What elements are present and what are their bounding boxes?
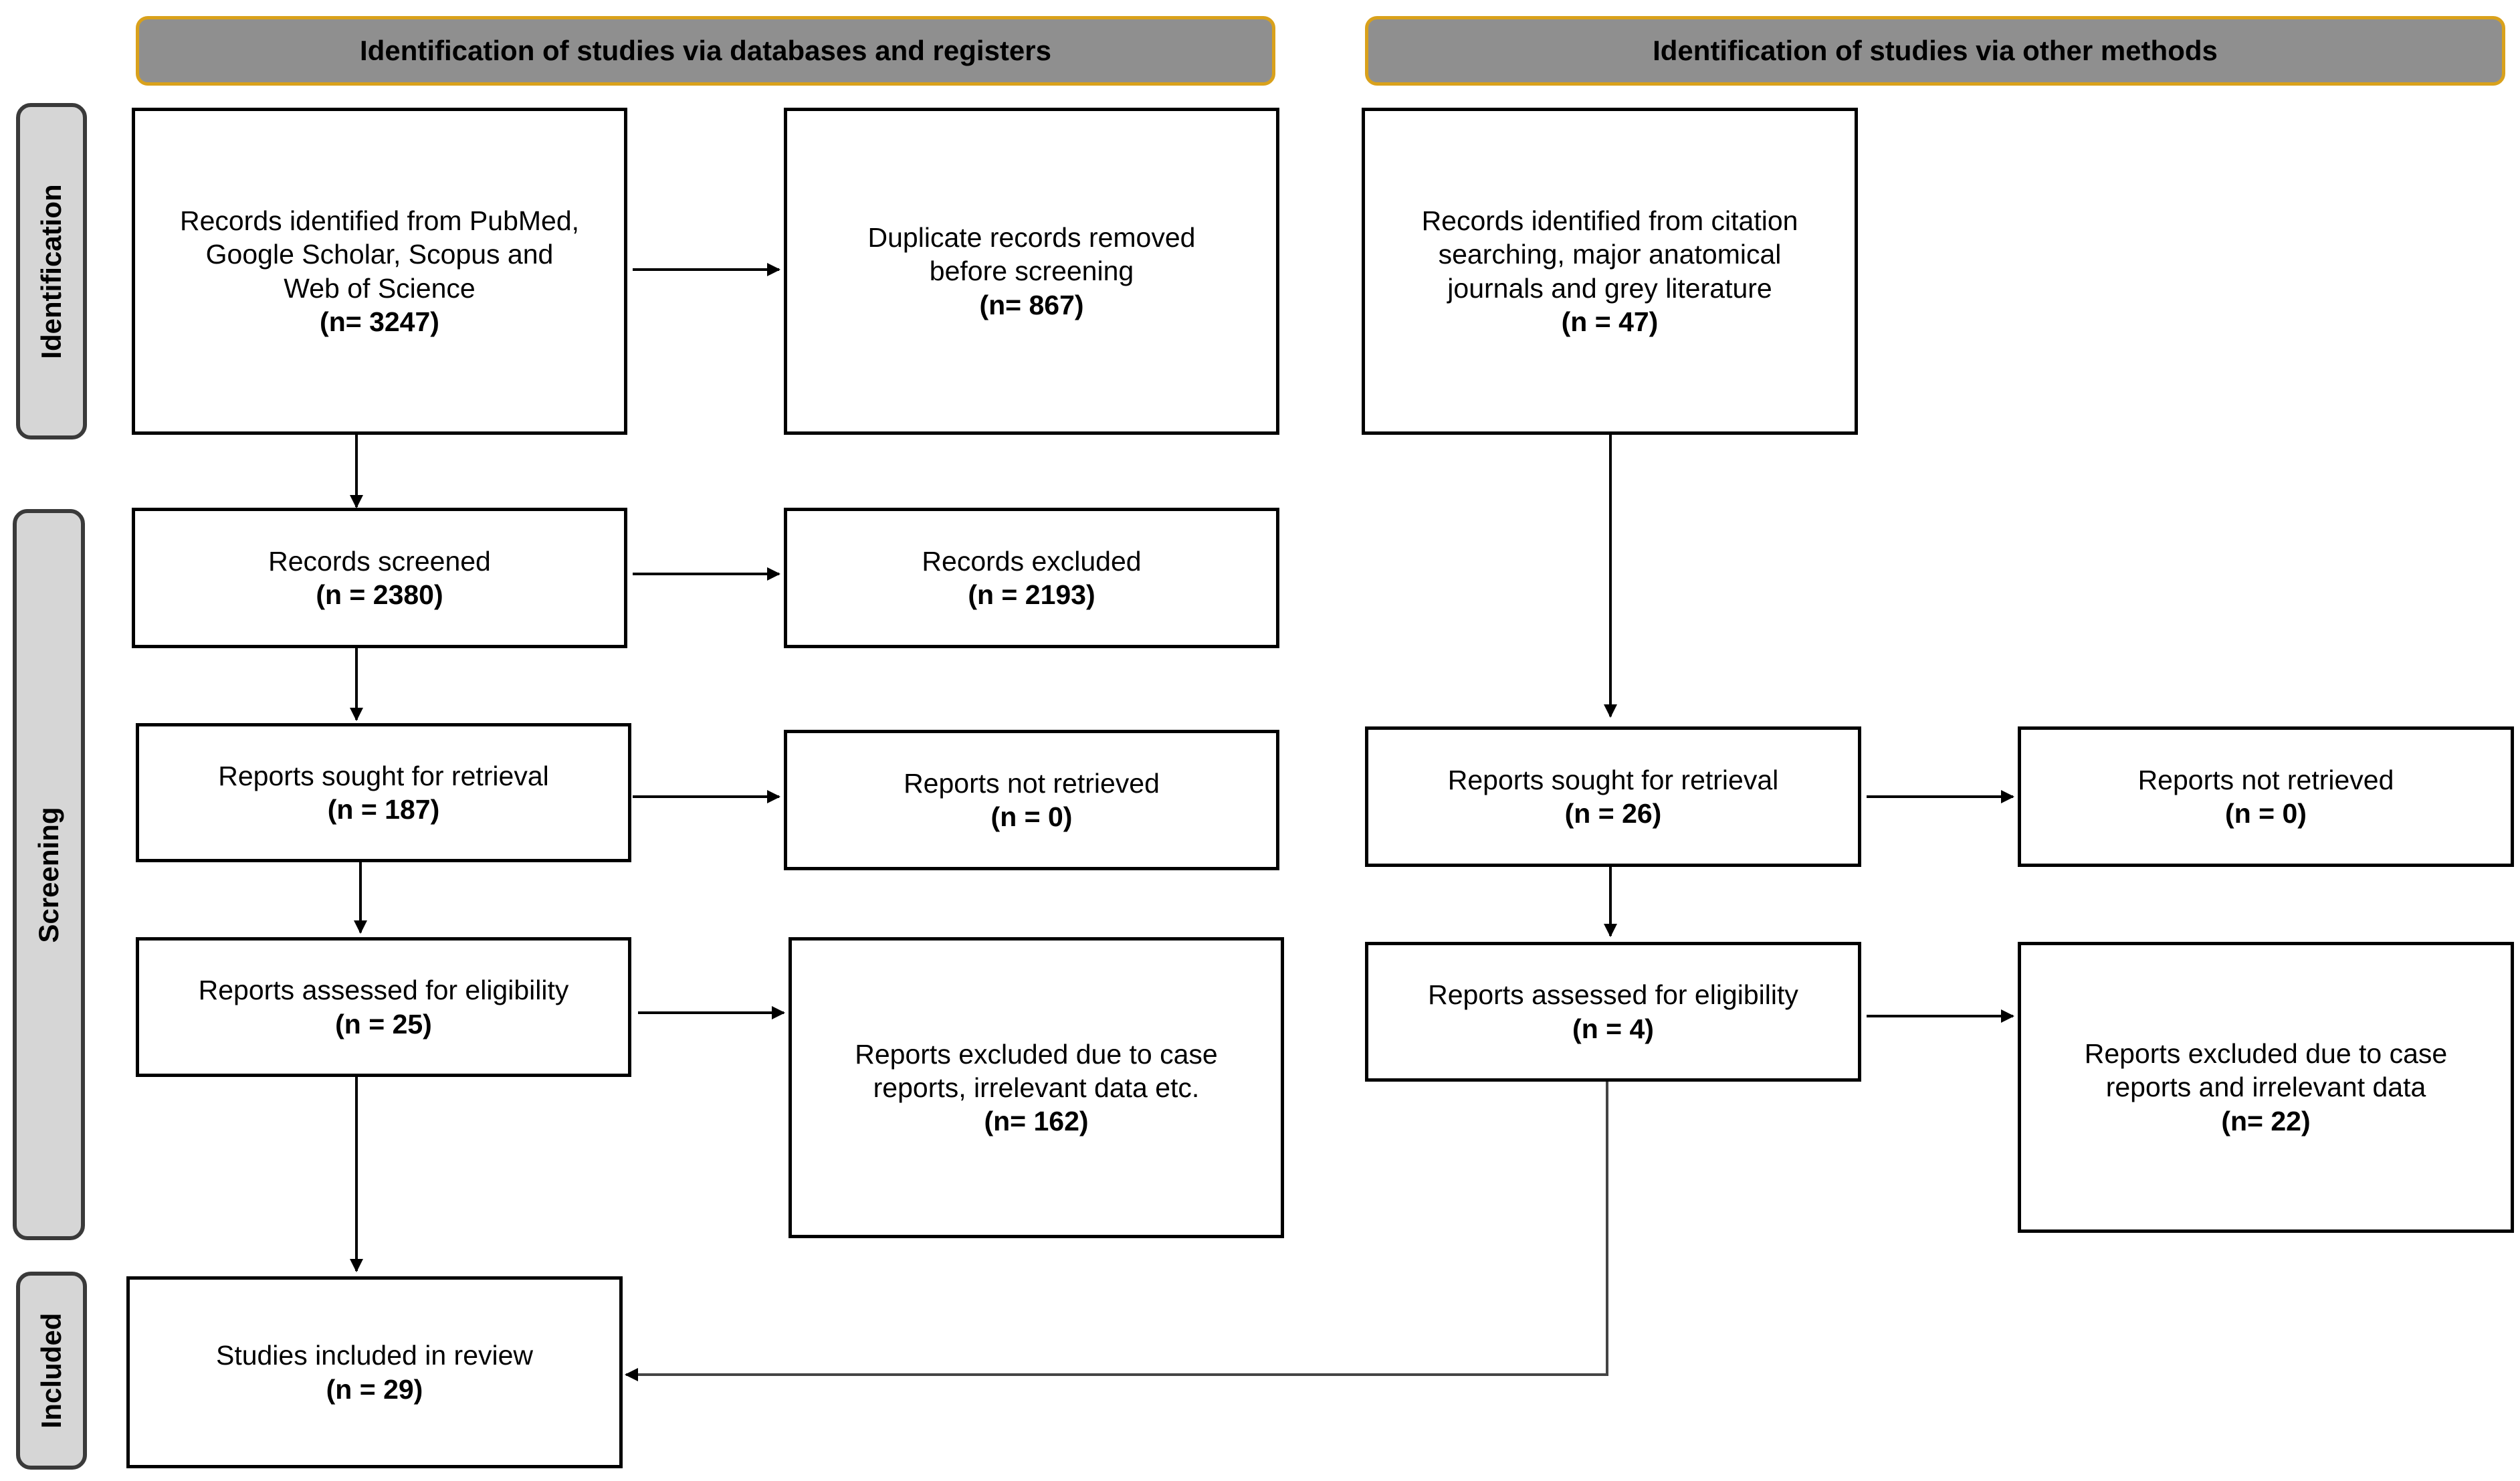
header-databases: Identification of studies via databases … [136,16,1275,86]
box-label: Duplicate records removed before screeni… [867,222,1196,287]
box-count: (n = 0) [990,801,1073,832]
box-count: (n = 26) [1564,798,1662,829]
box-db-duplicates-removed: Duplicate records removed before screeni… [784,108,1279,435]
header-other-methods-label: Identification of studies via other meth… [1653,35,2218,66]
box-db-records-screened: Records screened (n = 2380) [132,508,627,648]
box-count: (n = 25) [335,1008,432,1040]
phase-screening: Screening [13,509,85,1240]
box-count: (n = 29) [326,1373,423,1405]
box-studies-included: Studies included in review (n = 29) [126,1276,623,1468]
box-label: Reports excluded due to case reports and… [2084,1038,2448,1103]
box-other-reports-sought: Reports sought for retrieval (n = 26) [1365,726,1861,867]
box-count: (n= 22) [2221,1105,2311,1137]
box-label: Records identified from PubMed, Google S… [179,205,580,304]
box-label: Reports not retrieved [2137,764,2394,795]
phase-identification: Identification [16,103,87,439]
phase-identification-label: Identification [35,183,67,359]
phase-screening-label: Screening [33,806,64,943]
box-label: Records screened [268,545,491,577]
box-other-reports-not-retrieved: Reports not retrieved (n = 0) [2018,726,2514,867]
box-label: Records identified from citation searchi… [1421,205,1798,304]
box-label: Reports assessed for eligibility [1428,979,1798,1011]
box-label: Studies included in review [215,1340,534,1371]
box-other-records-identified: Records identified from citation searchi… [1362,108,1858,435]
box-count: (n = 4) [1572,1013,1654,1044]
box-db-reports-excluded: Reports excluded due to case reports, ir… [789,937,1284,1238]
box-db-reports-sought: Reports sought for retrieval (n = 187) [136,723,631,862]
box-count: (n = 47) [1561,306,1659,337]
box-count: (n= 162) [984,1106,1089,1137]
box-db-reports-not-retrieved: Reports not retrieved (n = 0) [784,730,1279,870]
box-label: Reports assessed for eligibility [198,975,569,1006]
box-count: (n = 187) [327,794,440,825]
box-db-records-identified: Records identified from PubMed, Google S… [132,108,627,435]
box-label: Reports sought for retrieval [1447,764,1779,795]
box-count: (n= 3247) [320,306,439,337]
box-other-reports-assessed: Reports assessed for eligibility (n = 4) [1365,942,1861,1082]
box-db-reports-assessed: Reports assessed for eligibility (n = 25… [136,937,631,1077]
phase-included-label: Included [35,1312,67,1429]
box-label: Reports excluded due to case reports, ir… [855,1038,1218,1103]
header-databases-label: Identification of studies via databases … [360,35,1051,66]
arrow-other-assessed-to-included [625,1078,1608,1381]
box-label: Records excluded [922,545,1142,577]
box-label: Reports not retrieved [904,767,1160,799]
box-db-records-excluded: Records excluded (n = 2193) [784,508,1279,648]
box-other-reports-excluded: Reports excluded due to case reports and… [2018,942,2514,1233]
phase-included: Included [16,1272,87,1470]
box-count: (n= 867) [979,289,1084,320]
header-other-methods: Identification of studies via other meth… [1365,16,2505,86]
box-count: (n = 2193) [968,579,1095,610]
box-count: (n = 0) [2225,798,2307,829]
box-count: (n = 2380) [316,579,443,610]
box-label: Reports sought for retrieval [218,760,549,791]
